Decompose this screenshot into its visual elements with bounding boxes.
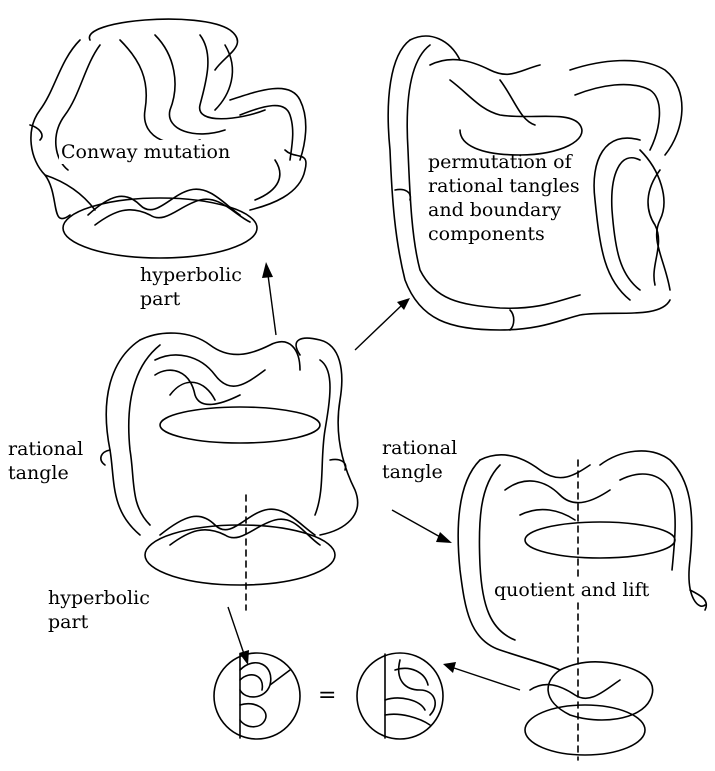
conway-mutation-knot bbox=[30, 19, 306, 258]
tangle-circle-left bbox=[214, 653, 300, 739]
label-permutation-line2: rational tangles bbox=[428, 174, 580, 198]
quotient-knot bbox=[458, 451, 706, 760]
label-permutation-line1: permutation of bbox=[428, 150, 580, 174]
equals-sign: = bbox=[318, 684, 336, 708]
label-permutation-line3: and boundary bbox=[428, 198, 580, 222]
label-hyperbolic-part-bottom-line2: part bbox=[48, 610, 150, 634]
label-permutation: permutation of rational tangles and boun… bbox=[428, 150, 580, 246]
arrow-to-permutation bbox=[355, 298, 410, 350]
label-rational-tangle-left-line1: rational bbox=[8, 437, 83, 461]
central-knot bbox=[101, 333, 358, 610]
label-quotient-and-lift: quotient and lift bbox=[492, 578, 651, 602]
label-rational-tangle-right: rational tangle bbox=[382, 436, 457, 484]
label-conway-mutation: Conway mutation bbox=[59, 140, 232, 164]
label-hyperbolic-part-top-line1: hyperbolic bbox=[140, 263, 242, 287]
label-rational-tangle-left: rational tangle bbox=[8, 437, 83, 485]
arrow-to-quotient bbox=[392, 510, 452, 543]
tangle-circle-right bbox=[357, 653, 443, 739]
label-hyperbolic-part-top-line2: part bbox=[140, 287, 242, 311]
label-hyperbolic-part-top: hyperbolic part bbox=[140, 263, 242, 311]
label-hyperbolic-part-bottom-line1: hyperbolic bbox=[48, 586, 150, 610]
arrow-to-conway bbox=[262, 262, 276, 335]
arrow-quotient-to-circle bbox=[443, 662, 520, 690]
label-rational-tangle-left-line2: tangle bbox=[8, 461, 83, 485]
label-permutation-line4: components bbox=[428, 222, 580, 246]
label-rational-tangle-right-line2: tangle bbox=[382, 460, 457, 484]
label-rational-tangle-right-line1: rational bbox=[382, 436, 457, 460]
label-hyperbolic-part-bottom: hyperbolic part bbox=[48, 586, 150, 634]
